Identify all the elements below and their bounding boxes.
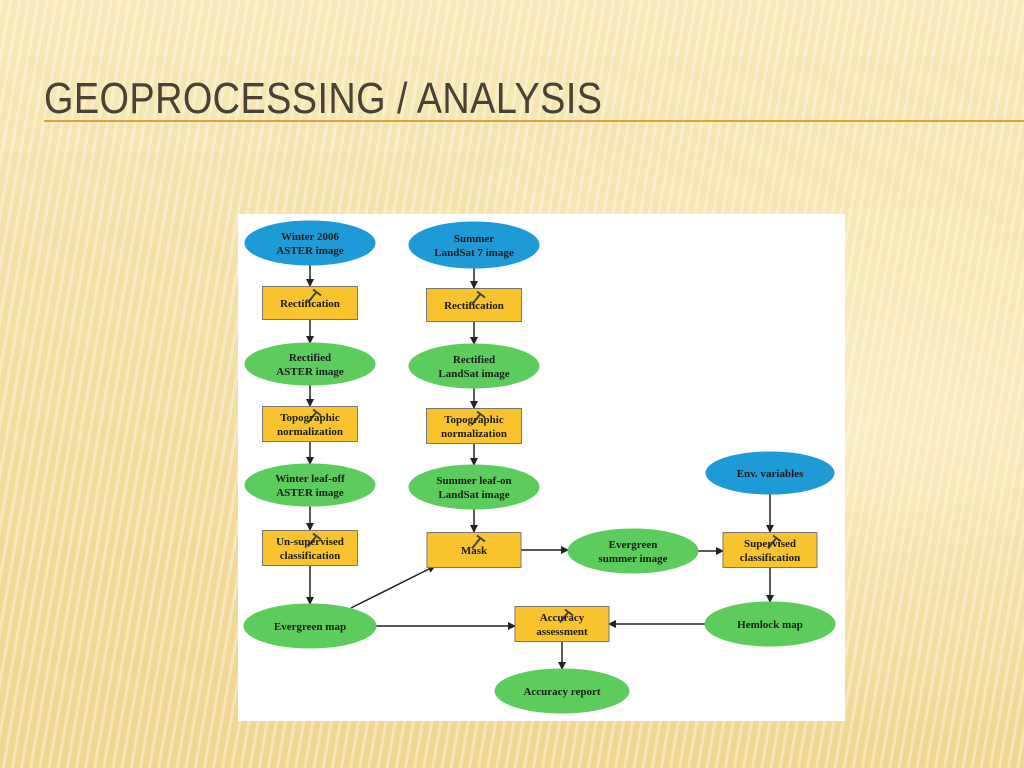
slide-title: GEOPROCESSING / ANALYSIS — [44, 74, 603, 123]
node-label: Un-supervised — [276, 536, 344, 548]
node-evergreen-map: Evergreen map — [243, 603, 377, 649]
process-box — [262, 286, 358, 320]
node-label: Supervised — [744, 538, 796, 550]
output-data-ellipse — [244, 463, 376, 507]
input-data-ellipse — [705, 451, 835, 495]
node-evergreen-summer: Evergreen summer image — [567, 528, 699, 574]
hammer-icon — [559, 608, 574, 624]
output-data-ellipse — [408, 464, 540, 510]
node-label: Mask — [461, 545, 488, 557]
hammer-icon — [471, 410, 486, 426]
node-label: Accuracy report — [523, 686, 600, 698]
hammer-icon — [307, 408, 322, 424]
hammer-icon — [471, 534, 486, 550]
node-label: Evergreen — [609, 539, 658, 551]
node-env-variables: Env. variables — [705, 451, 835, 495]
process-box — [426, 288, 522, 322]
node-label: Winter 2006 — [281, 231, 339, 243]
node-topo-left: Topographic normalization — [262, 406, 358, 442]
node-label: Rectified — [289, 352, 331, 364]
flow-arrow — [350, 565, 436, 609]
node-label: Evergreen map — [274, 621, 346, 633]
node-label: Rectified — [453, 354, 495, 366]
hammer-icon — [307, 532, 322, 548]
output-data-ellipse — [243, 603, 377, 649]
output-data-ellipse — [408, 343, 540, 389]
node-rectification-left: Rectification — [262, 286, 358, 320]
node-label: Summer leaf-on — [436, 475, 511, 487]
node-label: normalization — [441, 428, 507, 440]
output-data-ellipse — [494, 668, 630, 714]
node-mask: Mask — [426, 532, 522, 568]
node-unsupervised: Un-supervised classification — [262, 530, 358, 566]
node-label: assessment — [536, 626, 588, 638]
process-box — [426, 408, 522, 444]
process-box — [514, 606, 610, 642]
hammer-icon — [471, 290, 486, 306]
node-label: Accuracy — [540, 612, 585, 624]
title-underline — [44, 120, 1024, 122]
node-label: LandSat 7 image — [434, 247, 514, 259]
process-box — [426, 532, 522, 568]
node-rectification-right: Rectification — [426, 288, 522, 322]
input-data-ellipse — [408, 221, 540, 269]
node-label: ASTER image — [276, 366, 344, 378]
node-label: Topographic — [280, 412, 340, 424]
node-label: Env. variables — [737, 468, 804, 480]
node-label: Rectification — [444, 300, 504, 312]
node-label: Topographic — [444, 414, 504, 426]
node-label: Hemlock map — [737, 619, 803, 631]
process-box — [262, 406, 358, 442]
hammer-icon — [307, 288, 322, 304]
node-accuracy-assessment: Accuracy assessment — [514, 606, 610, 642]
process-box — [722, 532, 818, 568]
node-label: ASTER image — [276, 245, 344, 257]
node-label: classification — [280, 550, 341, 562]
hammer-icon — [767, 534, 782, 550]
input-data-ellipse — [244, 220, 376, 266]
node-label: Winter leaf-off — [275, 473, 345, 485]
node-accuracy-report: Accuracy report — [494, 668, 630, 714]
node-label: Summer — [454, 233, 494, 245]
node-label: ASTER image — [276, 487, 344, 499]
diagram-edges — [306, 265, 774, 670]
node-topo-right: Topographic normalization — [426, 408, 522, 444]
output-data-ellipse — [567, 528, 699, 574]
node-label: normalization — [277, 426, 343, 438]
node-label: summer image — [598, 553, 667, 565]
node-label: classification — [740, 552, 801, 564]
output-data-ellipse — [704, 601, 836, 647]
process-box — [262, 530, 358, 566]
node-label: LandSat image — [438, 368, 509, 380]
node-label: Rectification — [280, 298, 340, 310]
node-label: LandSat image — [438, 489, 509, 501]
output-data-ellipse — [244, 342, 376, 386]
node-supervised: Supervised classification — [722, 532, 818, 568]
node-hemlock-map: Hemlock map — [704, 601, 836, 647]
